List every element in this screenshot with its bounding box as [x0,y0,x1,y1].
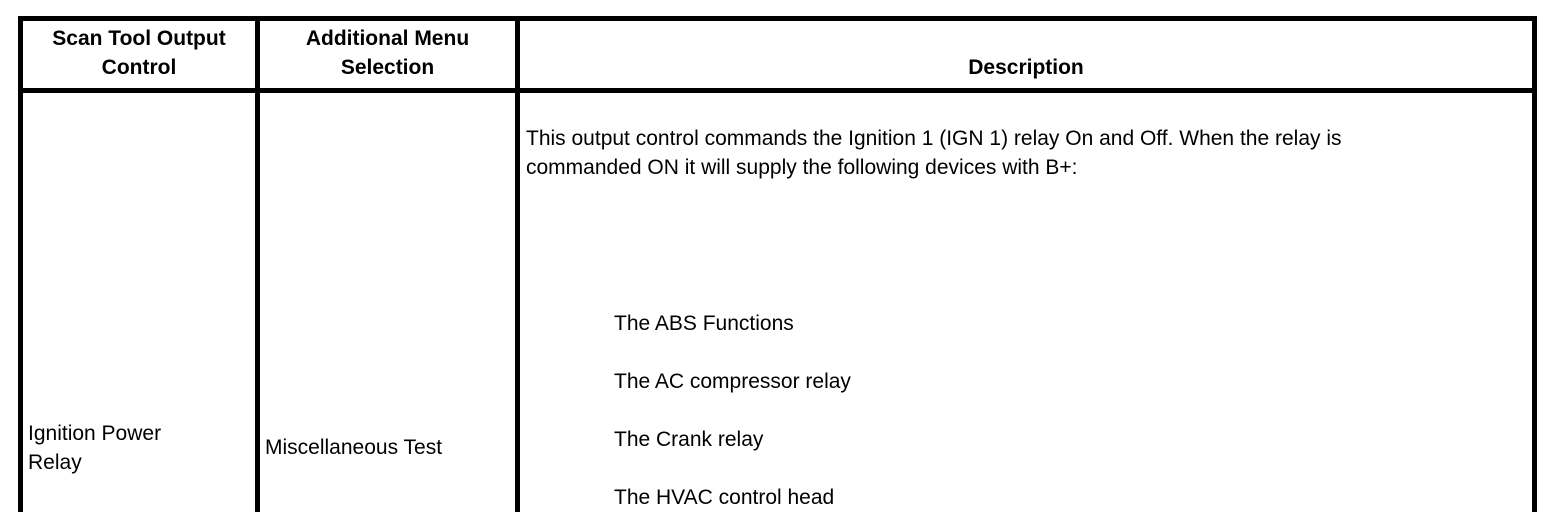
scan-tool-output-control-table: Scan Tool Output Control Additional Menu… [18,16,1537,512]
column-header-additional-menu-selection: Additional Menu Selection [255,16,520,93]
device-list: The ABS Functions The AC compressor rela… [614,280,1526,512]
device-list-item: The Crank relay [614,428,764,451]
cell-menu-selection: Miscellaneous Test [255,88,520,512]
table-row-ignition-power-relay: Ignition Power Relay Miscellaneous Test … [18,88,1537,512]
table-header-row: Scan Tool Output Control Additional Menu… [18,16,1537,93]
column-header-description: Description [515,16,1537,93]
cell-output-control: Ignition Power Relay [18,88,260,512]
description-intro: This output control commands the Ignitio… [526,127,1342,179]
device-list-item: The AC compressor relay [614,370,851,393]
device-list-item: The HVAC control head [614,486,835,509]
cell-description: This output control commands the Ignitio… [515,88,1537,512]
column-header-scan-tool-output-control: Scan Tool Output Control [18,16,260,93]
device-list-item: The ABS Functions [614,312,794,335]
description-spacer [526,211,1526,251]
